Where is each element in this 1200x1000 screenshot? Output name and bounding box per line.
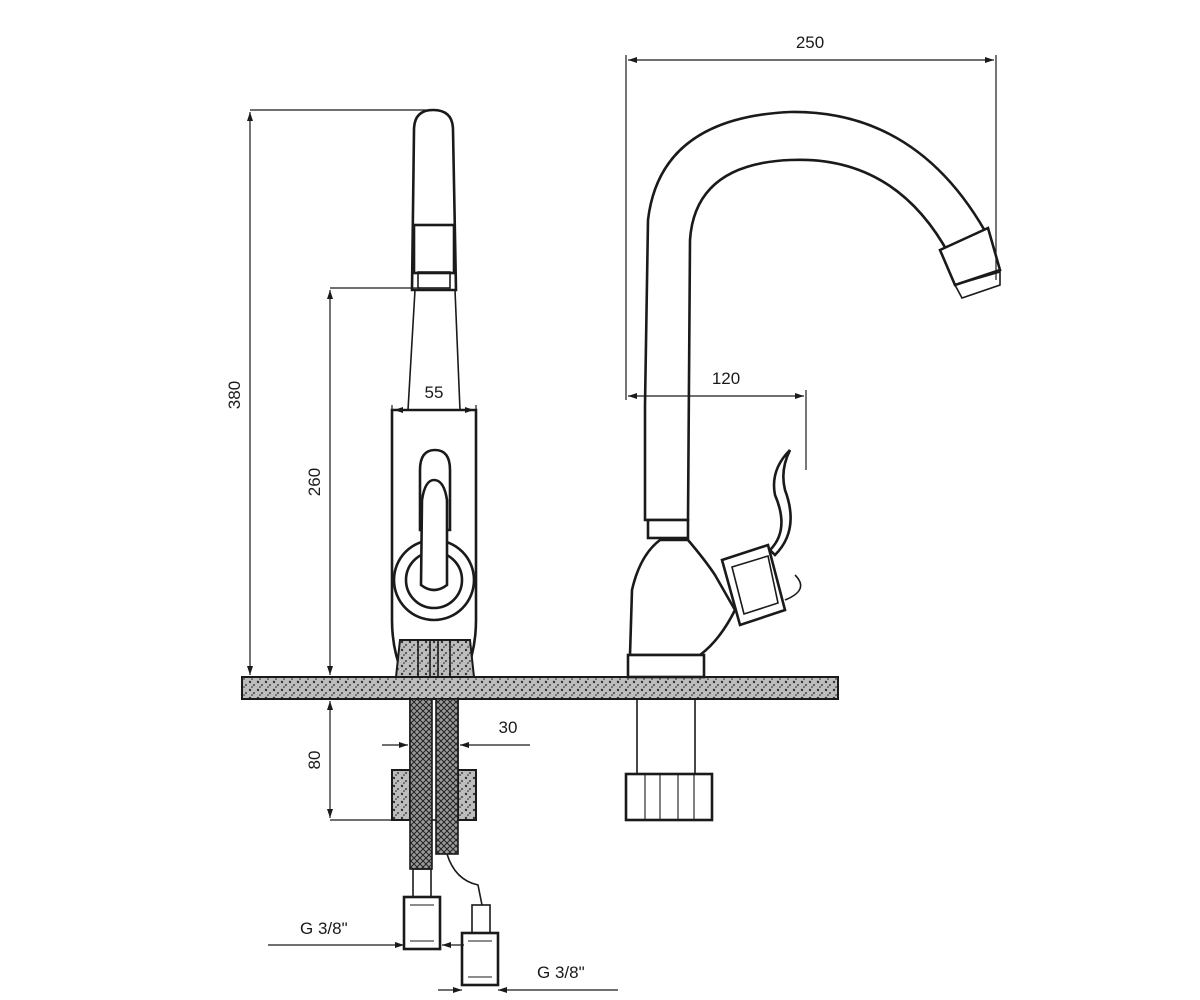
label-spout-height: 260 [305,468,324,496]
dimension-lever-reach: 120 [628,369,807,470]
dimension-body-width: 55 [391,383,477,420]
label-overall-width: 250 [796,33,824,52]
dimension-below-deck: 80 [305,698,392,821]
dimension-thread-left: G 3/8" [268,919,464,948]
label-below-deck: 80 [305,751,324,770]
label-thread-right: G 3/8" [537,963,585,982]
label-body-width: 55 [425,383,444,402]
dimension-shank-diameter: 30 [382,718,530,748]
label-shank-diameter: 30 [499,718,518,737]
dimension-spout-height: 260 [305,287,420,675]
label-overall-height: 380 [225,381,244,409]
side-view [624,110,1002,822]
label-lever-reach: 120 [712,369,740,388]
label-thread-left: G 3/8" [300,919,348,938]
dimension-thread-right: G 3/8" [438,963,618,993]
countertop [241,676,839,700]
front-view [390,108,500,987]
dimension-overall-width: 250 [625,33,997,400]
dimension-overall-height: 380 [225,109,428,678]
